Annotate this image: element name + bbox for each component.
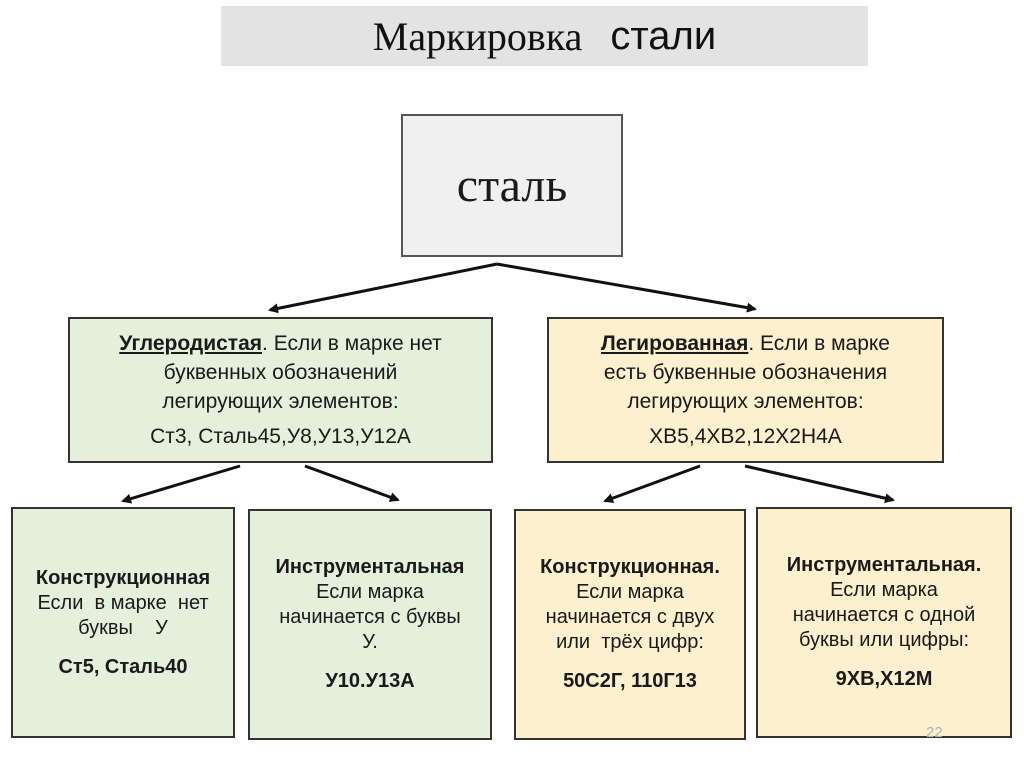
node-carbon-steel: Углеродистая. Если в марке нет буквенных… [68, 317, 493, 463]
arrow-carbon-to-tool [304, 464, 400, 502]
root-label: сталь [456, 159, 568, 212]
alloy-structural-heading: Конструкционная. [540, 556, 720, 578]
slide-title: Маркировка стали [221, 6, 868, 66]
alloy-tool-heading: Инструментальная. [786, 554, 982, 576]
alloy-tool-examples: 9ХВ,Х12М [835, 668, 933, 690]
alloy-structural-line-3: или трёх цифр: [556, 631, 704, 653]
alloy-tool-line-1: Если марка [830, 579, 938, 601]
arrow-carbon-to-structural [121, 464, 241, 504]
carbon-line-1: Углеродистая. Если в марке нет [119, 329, 441, 358]
carbon-heading: Углеродистая [119, 332, 263, 355]
alloy-examples: ХВ5,4ХВ2,12Х2Н4А [649, 425, 842, 448]
carbon-text-1: . Если в марке нет [262, 332, 442, 355]
arrow-alloy-to-structural [603, 464, 701, 503]
alloy-structural-line-1: Если марка [576, 581, 684, 603]
title-word-2: стали [610, 13, 717, 58]
carbon-tool-line-2: начинается с буквы [279, 606, 461, 628]
alloy-structural-line-2: начинается с двух [545, 606, 715, 628]
node-carbon-tool: Инструментальная Если марка начинается с… [248, 509, 492, 740]
node-carbon-structural: Конструкционная Если в марке нет буквы У… [11, 507, 235, 738]
carbon-structural-examples: Ст5, Сталь40 [58, 655, 188, 678]
carbon-tool-line-1: Если марка [316, 581, 424, 603]
carbon-structural-line-1: Если в марке нет [37, 591, 209, 614]
node-alloy-structural: Конструкционная. Если марка начинается с… [514, 509, 746, 740]
alloy-heading: Легированная [601, 332, 749, 355]
carbon-examples: Ст3, Сталь45,У8,У13,У12А [150, 425, 411, 448]
carbon-text-3: легирующих элементов: [162, 390, 399, 413]
carbon-tool-heading: Инструментальная [275, 556, 465, 578]
alloy-line-1: Легированная. Если в марке [601, 329, 890, 358]
root-node-steel: сталь [401, 114, 623, 257]
alloy-tool-line-3: буквы или цифры: [798, 629, 970, 651]
alloy-text-3: легирующих элементов: [627, 390, 864, 413]
carbon-text-2: буквенных обозначений [163, 361, 398, 384]
node-alloy-tool: Инструментальная. Если марка начинается … [756, 507, 1012, 738]
carbon-tool-line-3: У. [362, 631, 378, 653]
alloy-text-2: есть буквенные обозначения [603, 361, 888, 384]
carbon-structural-heading: Конструкционная [35, 566, 211, 589]
page-number: 22 [926, 724, 943, 741]
arrow-root-to-carbon [268, 262, 498, 314]
arrow-alloy-to-tool [744, 464, 895, 504]
alloy-text-1: . Если в марке [748, 332, 890, 355]
carbon-tool-examples: У10.У13А [325, 670, 415, 692]
alloy-structural-examples: 50С2Г, 110Г13 [563, 670, 697, 692]
title-word-1: Маркировка [372, 13, 583, 59]
arrow-root-to-alloy [496, 262, 757, 313]
carbon-structural-line-2: буквы У [78, 616, 168, 639]
node-alloy-steel: Легированная. Если в марке есть буквенны… [547, 317, 944, 463]
alloy-tool-line-2: начинается с одной [792, 604, 976, 626]
